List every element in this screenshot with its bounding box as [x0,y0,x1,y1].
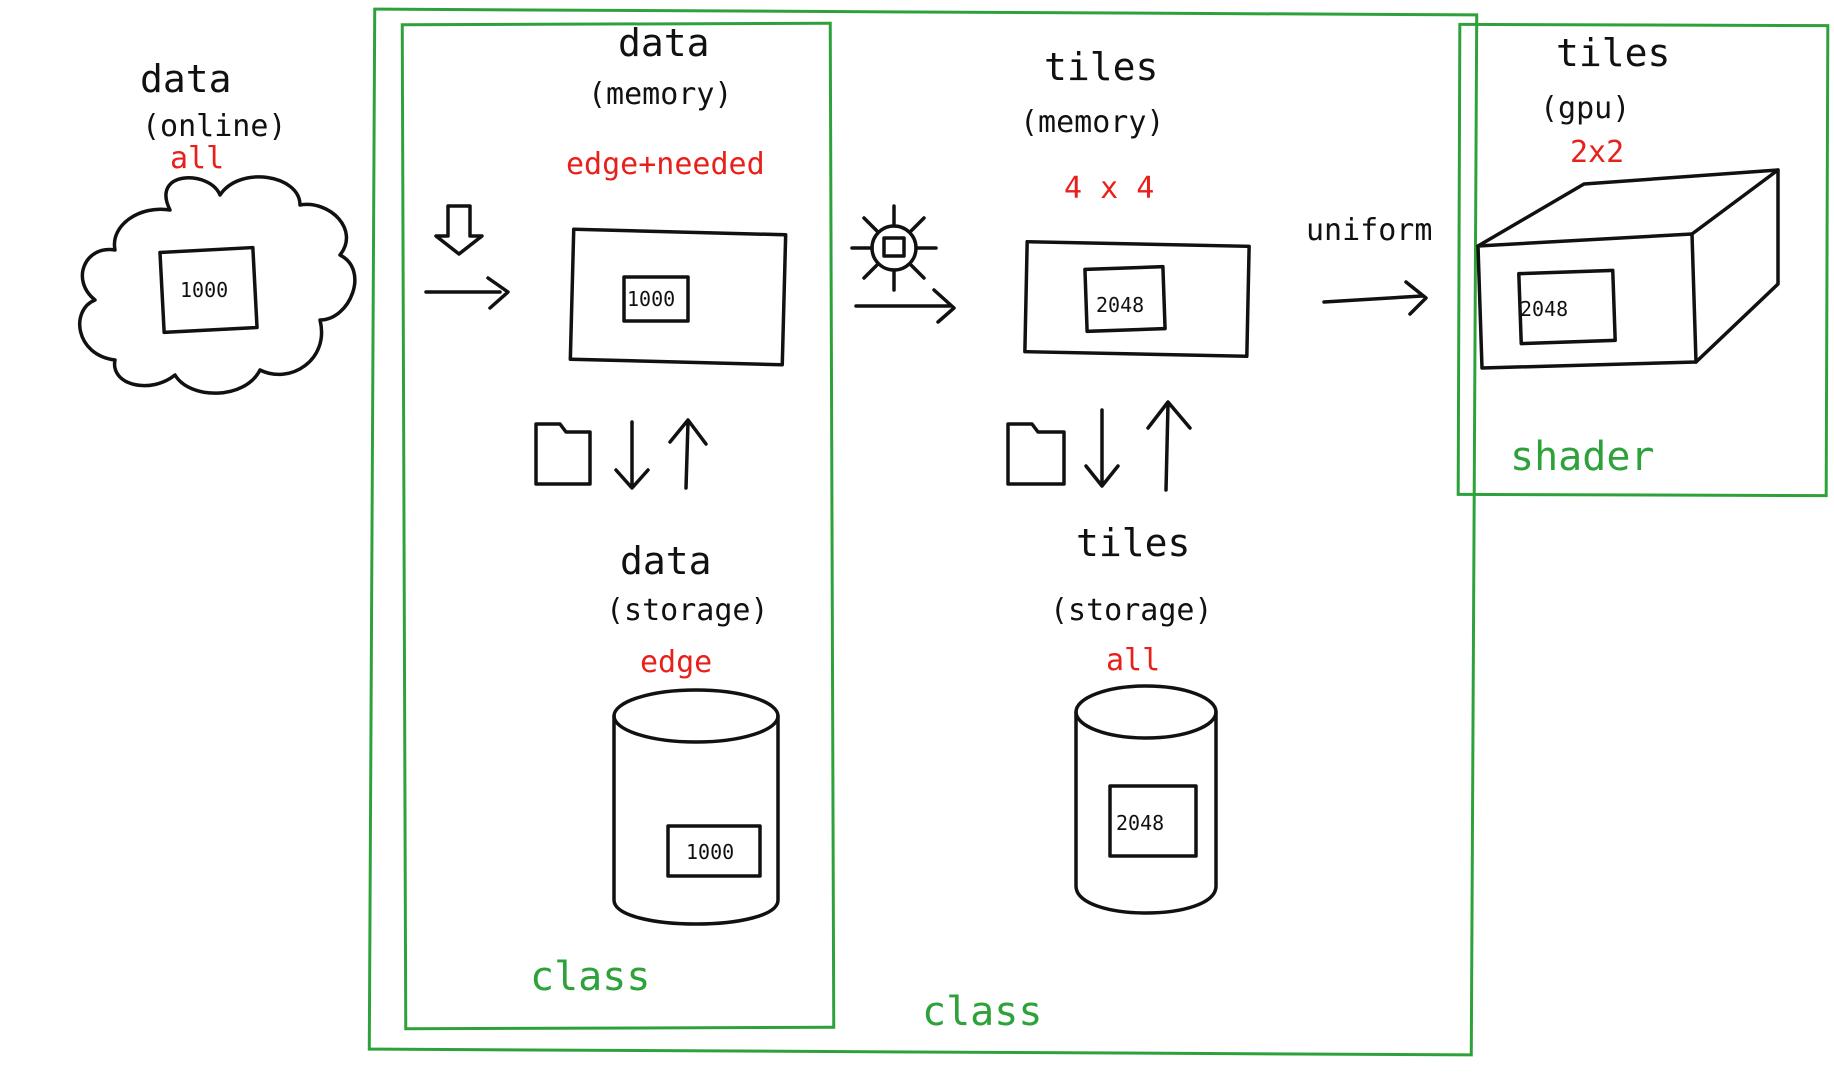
inner-class-label: class [530,954,650,1000]
tiles-storage-database-icon [1074,684,1218,915]
tiles-gpu-value: 2048 [1520,297,1568,321]
arrow-down-icon-2 [1084,408,1120,488]
tiles-memory-note: 4 x 4 [1064,171,1154,206]
shader-frame [1456,22,1830,498]
tiles-gpu-value-box [1517,268,1617,346]
data-storage-value-box [666,824,762,878]
arrow-down-icon [614,420,650,490]
data-memory-title: data [618,21,710,65]
arrow-up-icon-2 [1146,400,1192,492]
folder-icon [534,422,592,486]
online-sub: (online) [142,109,287,144]
download-arrow-icon [434,204,484,256]
arrow-right-2 [854,288,956,324]
tiles-memory-value-box [1083,264,1167,334]
tiles-gpu-title: tiles [1556,31,1670,75]
gear-icon [850,204,938,292]
data-memory-value-box [622,275,690,323]
arrow-up-icon [668,418,708,490]
tiles-storage-title: tiles [1076,521,1190,565]
data-storage-database-icon [612,688,780,926]
tiles-storage-value-box [1108,784,1198,858]
online-value-box [158,245,259,335]
data-storage-sub: (storage) [606,593,769,628]
folder-icon-2 [1006,422,1066,486]
inner-class-frame [400,21,836,1031]
tiles-gpu-sub: (gpu) [1540,91,1630,126]
data-memory-sub: (memory) [588,77,733,112]
tiles-gpu-note: 2x2 [1570,135,1624,170]
data-storage-note: edge [640,645,712,680]
outer-class-label: class [922,989,1042,1035]
data-memory-block [568,227,788,367]
tiles-storage-value: 2048 [1116,811,1164,835]
shader-label: shader [1510,434,1655,480]
gpu-box-icon [1476,168,1780,370]
data-memory-value: 1000 [627,287,675,311]
online-note: all [170,141,224,176]
cloud-icon [78,175,357,395]
arrow-right-3 [1322,280,1428,316]
tiles-memory-sub: (memory) [1020,105,1165,140]
data-memory-note: edge+needed [566,147,765,182]
arrow-right-1 [424,276,510,310]
uniform-label: uniform [1306,213,1432,248]
tiles-memory-title: tiles [1044,45,1158,89]
online-title: data [140,57,232,101]
tiles-storage-sub: (storage) [1050,593,1213,628]
data-storage-value: 1000 [686,840,734,864]
tiles-memory-block [1023,239,1251,359]
tiles-storage-note: all [1106,643,1160,678]
outer-class-frame [367,7,1479,1057]
data-storage-title: data [620,539,712,583]
online-value: 1000 [180,278,228,302]
tiles-memory-value: 2048 [1096,293,1144,317]
